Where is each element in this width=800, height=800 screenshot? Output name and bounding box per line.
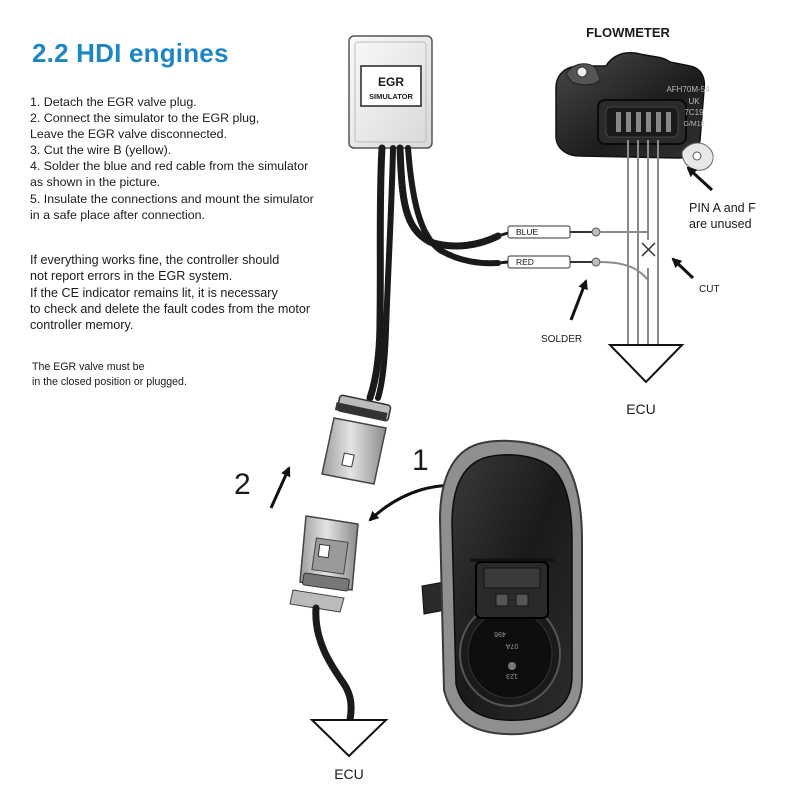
page-title: 2.2 HDI engines [32,38,229,68]
step-line: Leave the EGR valve disconnected. [30,127,227,142]
flowmeter-sensor: AFH70M-54 UK 7C19 G/M18 [555,52,714,171]
flowmeter-label: FLOWMETER [586,25,670,40]
simulator-label: EGR [378,75,404,89]
red-wire-label: RED [516,257,534,267]
egr-simulator: EGR SIMULATOR [348,35,433,149]
simulator-cables [366,144,502,402]
info-line: not report errors in the EGR system. [30,269,233,284]
valve-note: The EGR valve must be in the closed posi… [32,360,187,390]
valve-code-top: 123 [506,672,518,679]
step-line: 4. Solder the blue and red cable from th… [30,159,309,174]
step-line: as shown in the picture. [30,175,161,190]
valve-code-middle: 07A [505,642,518,649]
solder-label: SOLDER [541,334,582,345]
flowmeter-part-revision: G/M18 [683,121,704,128]
simulator-connector [321,394,392,485]
info-line: If the CE indicator remains lit, it is n… [30,285,278,300]
wire-red: RED [497,255,601,269]
info-paragraph: If everything works fine, the controller… [30,252,310,333]
step-line: 3. Cut the wire B (yellow). [30,143,172,158]
step-line: 5. Insulate the connections and mount th… [30,191,314,206]
step-2-label: 2 [234,468,251,501]
step-2-arrow [269,466,291,509]
solder-arrow [569,279,588,321]
step-1-label: 1 [412,444,429,477]
simulator-sublabel: SIMULATOR [369,92,413,101]
pin-note-sublabel: are unused [689,217,752,231]
pin-note-arrow [686,166,714,192]
solder-point-blue [591,227,601,237]
step-line: 2. Connect the simulator to the EGR plug… [30,111,260,126]
step-line: in a safe place after connection. [30,207,205,222]
egr-valve: 123 07A 496 -5 [421,439,583,736]
info-line: controller memory. [30,318,134,333]
cut-label: CUT [699,284,720,295]
blue-wire-label: BLUE [516,227,539,237]
pin-note-label: PIN A and F [689,201,756,215]
ecu-symbol-bottom: ECU [309,719,389,782]
egr-valve-plug [289,515,359,613]
ecu-label-bottom: ECU [334,766,364,782]
note-line: The EGR valve must be [32,361,145,373]
instruction-steps: 1. Detach the EGR valve plug. 2. Connect… [30,94,314,223]
info-line: If everything works fine, the controller… [30,253,280,267]
solder-point-red [591,257,601,267]
note-line: in the closed position or plugged. [32,376,187,388]
flowmeter-part-number: AFH70M-54 [666,85,710,94]
wire-blue: BLUE [497,225,601,239]
flowmeter-part-origin: UK [688,97,700,106]
ecu-label-top: ECU [626,401,656,417]
ecu-symbol-top: ECU [607,344,685,417]
flowmeter-part-code: 7C19 [684,108,704,117]
info-line: to check and delete the fault codes from… [30,301,311,316]
valve-code-lower: 496 [494,630,506,637]
flowmeter-wires [599,140,659,345]
flowmeter-pins [616,112,671,132]
egr-plug-cable [312,604,355,724]
step-line: 1. Detach the EGR valve plug. [30,95,197,109]
cut-arrow [671,257,695,280]
